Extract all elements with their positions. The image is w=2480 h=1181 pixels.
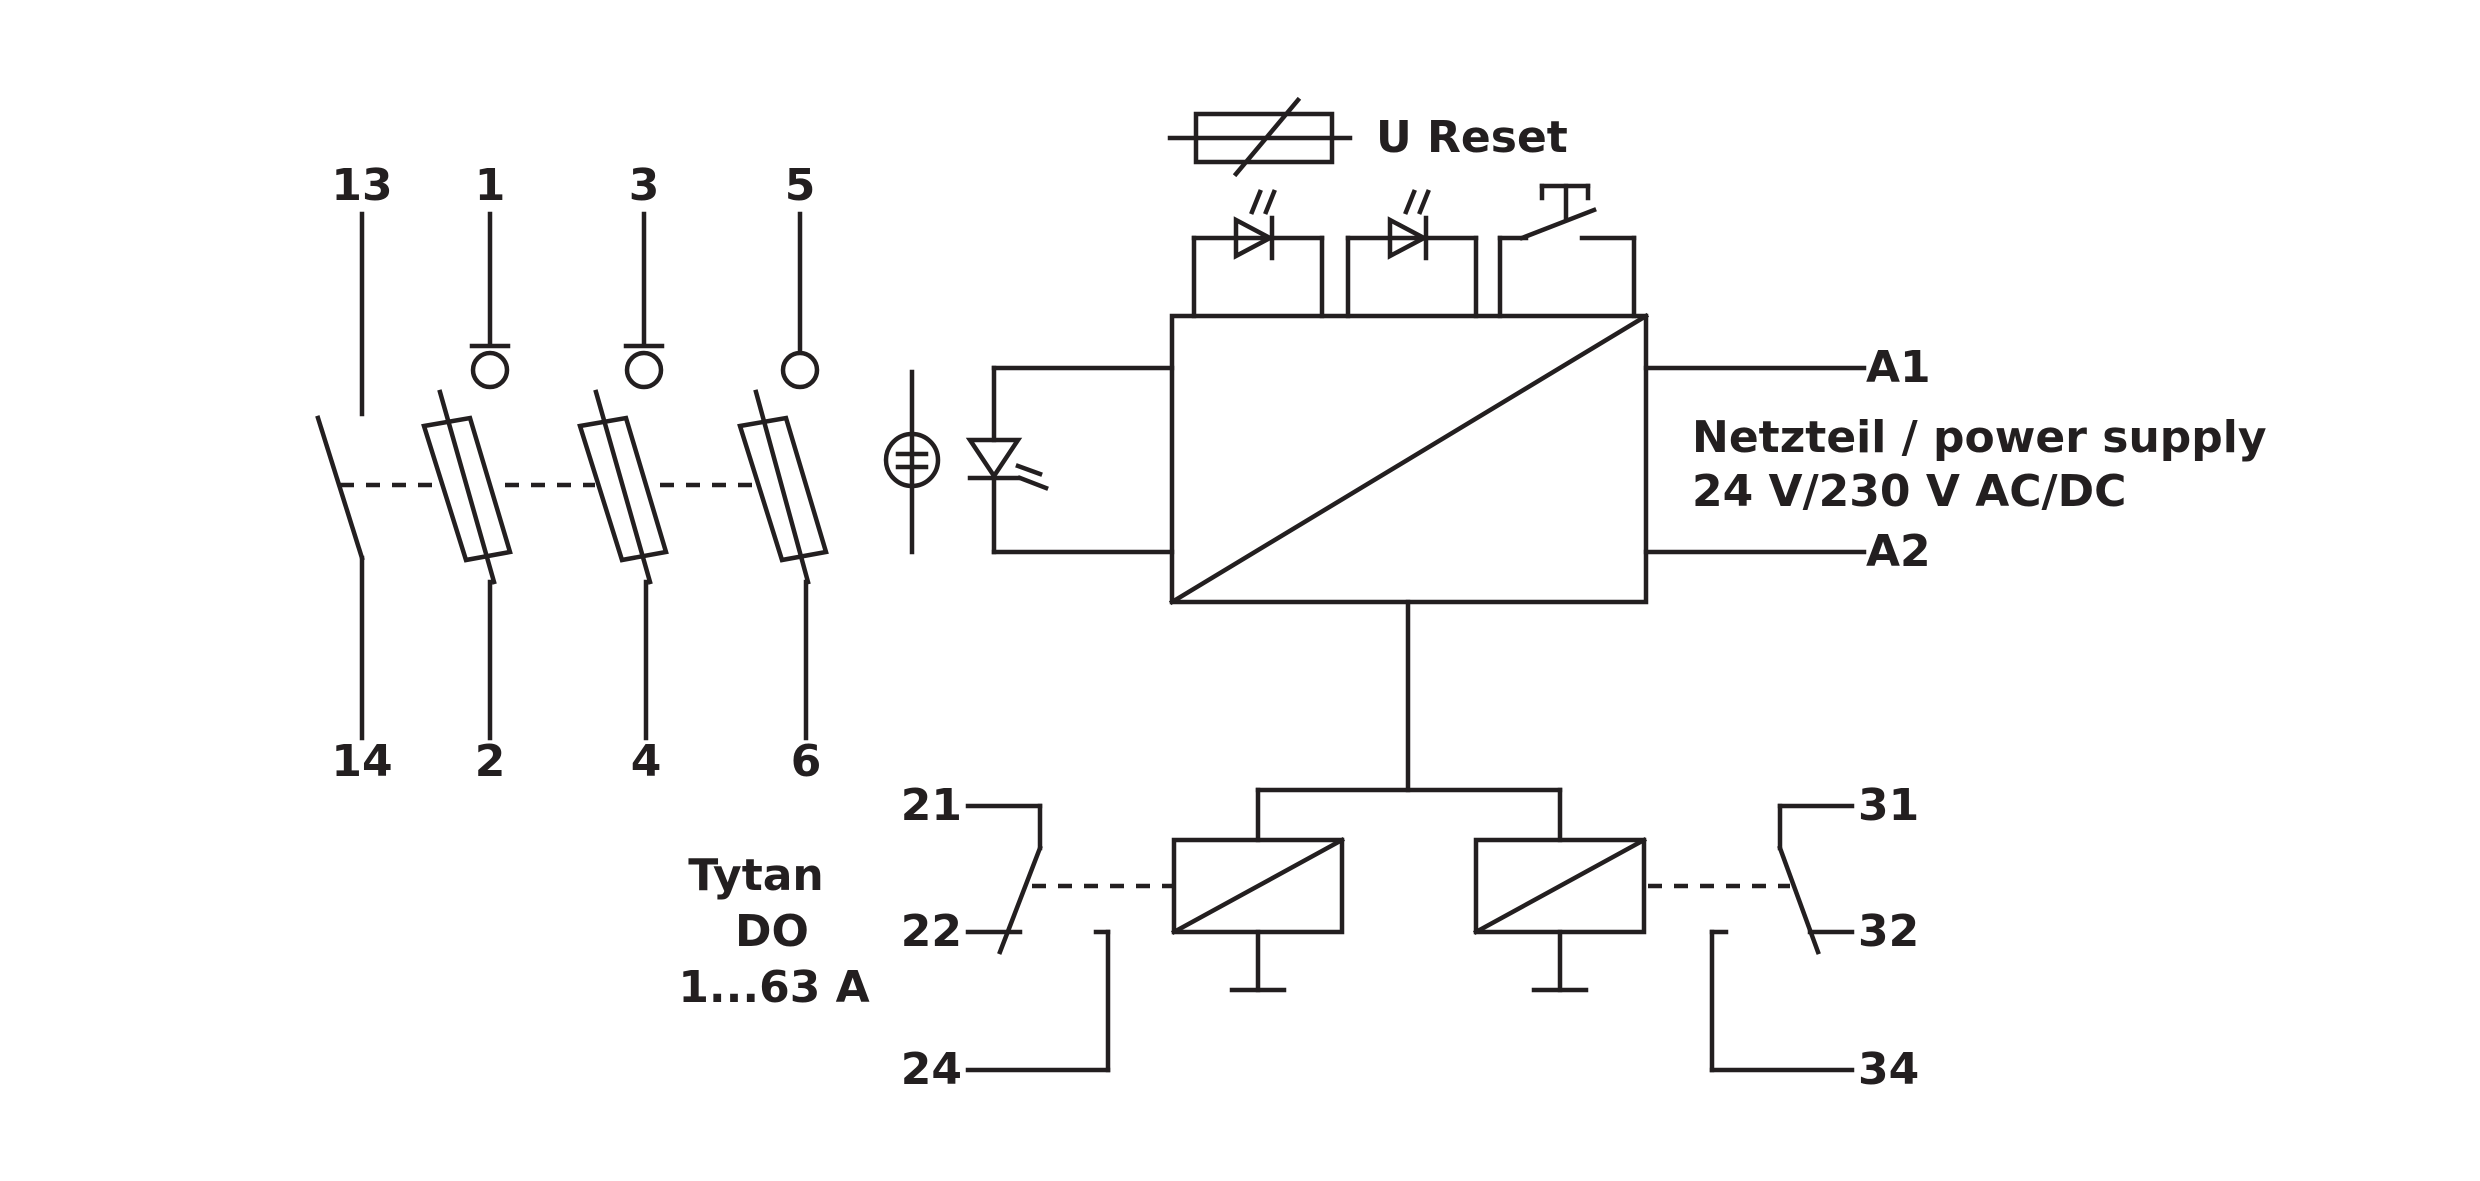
terminal-3: 3	[629, 160, 660, 211]
indicator-lamp	[883, 369, 941, 555]
terminal-a2: A2	[1866, 526, 1931, 577]
terminal-5: 5	[785, 160, 816, 211]
reset-pushbutton	[1497, 183, 1637, 319]
terminal-1: 1	[475, 160, 506, 211]
reset-fuse-symbol	[1167, 96, 1353, 178]
main-switch-13-14	[315, 211, 365, 741]
terminal-4: 4	[631, 736, 662, 787]
terminal-22: 22	[901, 906, 962, 957]
terminal-31: 31	[1858, 780, 1919, 831]
terminal-13: 13	[331, 160, 392, 211]
terminal-6: 6	[791, 736, 822, 787]
terminal-14: 14	[331, 736, 392, 787]
terminal-24: 24	[901, 1044, 962, 1095]
device-type: DO	[735, 906, 809, 957]
fuse-5-6	[737, 211, 829, 741]
fuse-3-4	[577, 211, 669, 741]
device-rating: 1...63 A	[678, 962, 869, 1013]
power-supply-voltage: 24 V/230 V AC/DC	[1692, 466, 2126, 517]
terminal-34: 34	[1858, 1044, 1919, 1095]
relay-2	[1472, 836, 1648, 993]
changeover-contact-21-22-24	[965, 803, 1172, 1073]
relay-1	[1170, 836, 1346, 993]
terminal-a1: A1	[1866, 342, 1931, 393]
terminal-2: 2	[475, 736, 506, 787]
top-led-2	[1345, 189, 1479, 319]
changeover-contact-31-32-34	[1648, 803, 1855, 1073]
power-supply-label: Netzteil / power supply	[1692, 412, 2267, 463]
terminal-21: 21	[901, 780, 962, 831]
status-led	[965, 365, 1175, 555]
device-name: Tytan	[688, 850, 824, 901]
top-led-1	[1191, 189, 1325, 319]
terminal-32: 32	[1858, 906, 1919, 957]
fuse-1-2	[421, 211, 513, 741]
converter-box	[1168, 312, 1867, 843]
u-reset-label: U Reset	[1376, 112, 1568, 163]
